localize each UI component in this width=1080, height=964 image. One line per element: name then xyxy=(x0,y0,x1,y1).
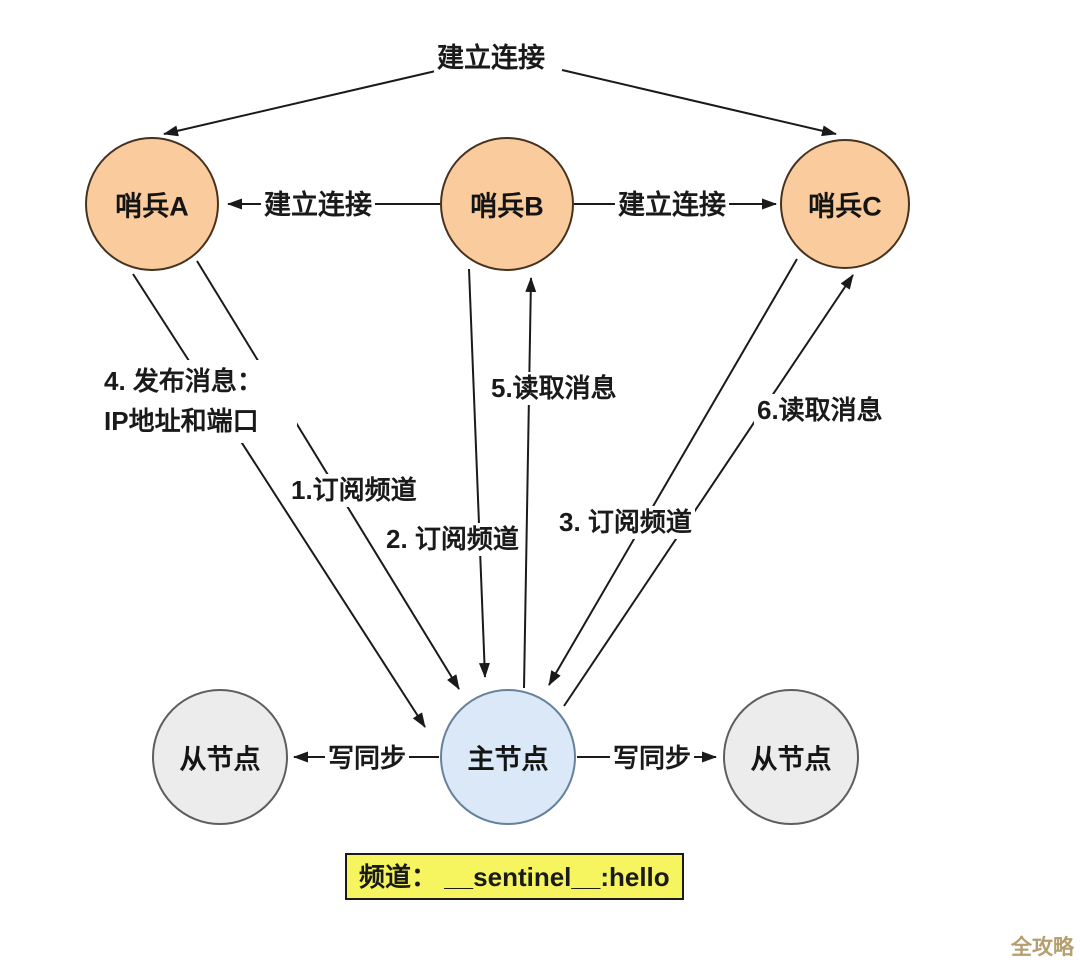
slave-right-label: 从节点 xyxy=(750,744,832,775)
edge-publish-a-to-master xyxy=(132,273,426,728)
master-node xyxy=(440,689,576,825)
edge-subscribe3-c-to-master xyxy=(548,258,798,686)
edge-subscribe2-b-to-master xyxy=(468,268,490,678)
edge-lines xyxy=(132,69,854,763)
subscribe-2-label: 2. 订阅频道 xyxy=(383,523,522,557)
read-6-label: 6.读取消息 xyxy=(754,394,886,428)
connect-bc-label: 建立连接 xyxy=(615,188,729,223)
read-5-label: 5.读取消息 xyxy=(488,372,620,406)
sync-right-label: 写同步 xyxy=(610,742,695,776)
publish-message-label: 4. 发布消息： IP地址和端口 xyxy=(101,360,297,443)
sentinel-b-node xyxy=(440,137,574,271)
sync-left-label: 写同步 xyxy=(325,742,410,776)
publish-message-line1: 4. 发布消息： xyxy=(104,366,263,396)
top-connect-label: 建立连接 xyxy=(434,41,548,76)
subscribe-1-label: 1.订阅频道 xyxy=(288,474,420,508)
watermark-text: 全攻略 xyxy=(1011,936,1074,959)
connect-ab-label: 建立连接 xyxy=(261,188,375,223)
sentinel-c-label: 哨兵C xyxy=(808,191,882,222)
slave-right-node xyxy=(723,689,859,825)
channel-box: 频道： __sentinel__:hello xyxy=(345,853,684,900)
publish-message-line2: IP地址和端口 xyxy=(104,406,259,437)
slave-left-label: 从节点 xyxy=(179,744,261,775)
slave-left-node xyxy=(152,689,288,825)
edge-read5-master-to-b xyxy=(523,277,537,689)
edge-connect-top-to-a xyxy=(163,69,441,137)
edge-connect-top-to-c xyxy=(561,69,837,137)
edge-read6-master-to-c xyxy=(563,274,854,707)
sentinel-a-label: 哨兵A xyxy=(115,191,189,222)
sentinel-b-label: 哨兵B xyxy=(470,191,544,222)
subscribe-3-label: 3. 订阅频道 xyxy=(556,506,695,540)
master-label: 主节点 xyxy=(467,744,549,775)
sentinel-c-node xyxy=(780,139,910,269)
sentinel-a-node xyxy=(85,137,219,271)
